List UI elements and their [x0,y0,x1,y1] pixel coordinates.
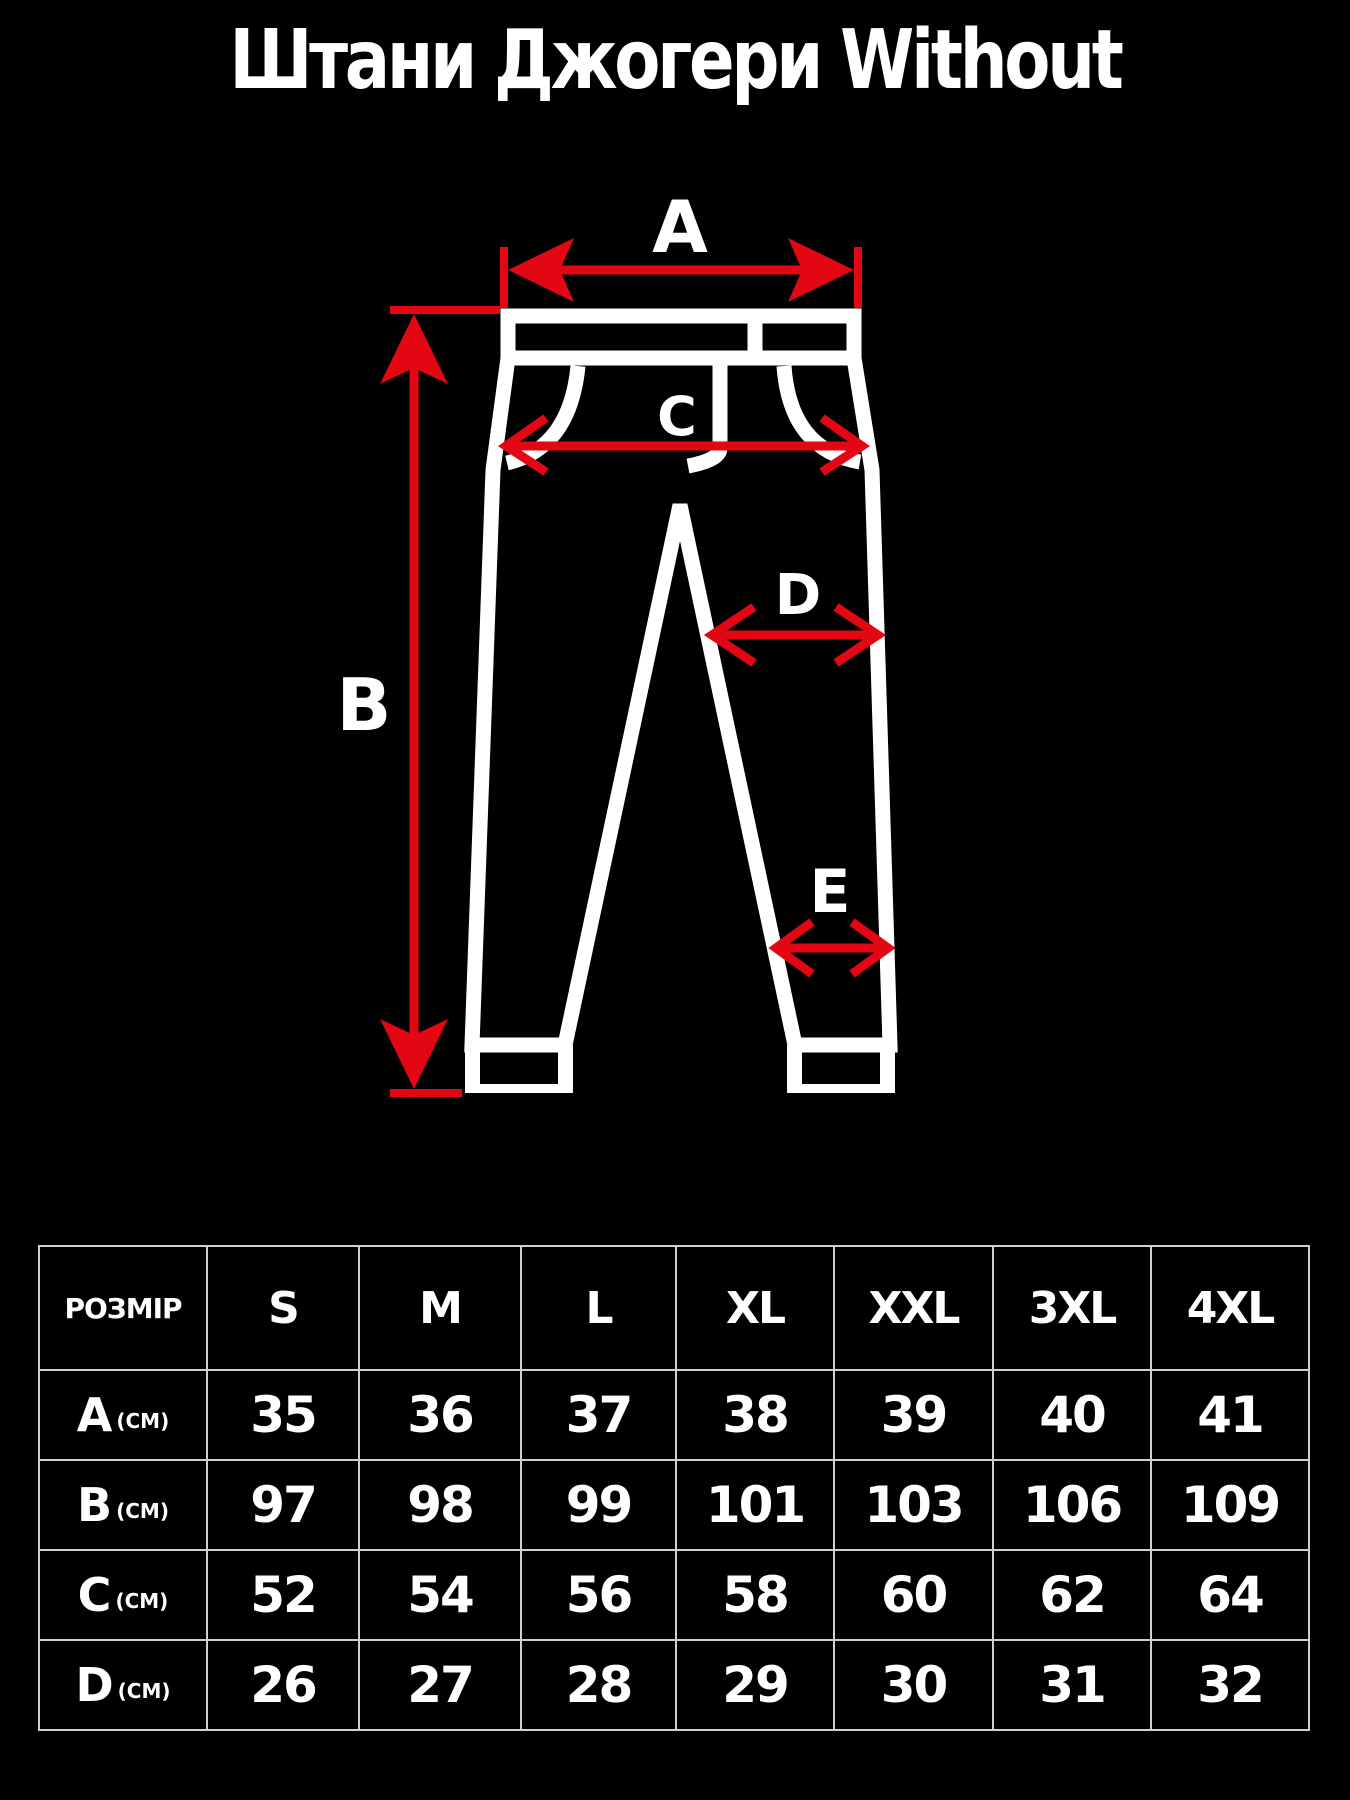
row-label-cell: A(CM) [38,1369,208,1461]
table-row: C(CM) 52 54 56 58 60 62 64 [38,1549,1310,1641]
table-cell: 56 [520,1549,677,1641]
row-label-cell: C(CM) [38,1549,208,1641]
table-cell: 106 [992,1459,1152,1551]
dimension-label-a: A [652,185,708,269]
row-unit: (CM) [115,1589,169,1613]
table-cell: 29 [675,1639,835,1731]
table-cell: 103 [833,1459,994,1551]
size-header-cell: S [206,1245,360,1371]
size-header-cell: XL [675,1245,835,1371]
table-cell: 109 [1150,1459,1310,1551]
table-row: A(CM) 35 36 37 38 39 40 41 [38,1369,1310,1461]
arrow-d [703,603,887,667]
waistband [500,308,862,366]
row-unit: (CM) [116,1409,170,1433]
table-cell: 101 [675,1459,835,1551]
table-cell: 40 [992,1369,1152,1461]
table-cell: 64 [1150,1549,1310,1641]
row-label-cell: B(CM) [38,1459,208,1551]
table-cell: 97 [206,1459,360,1551]
row-label: D [75,1658,114,1712]
table-cell: 98 [358,1459,522,1551]
size-header-label: РОЗМІР [38,1245,208,1371]
dimension-label-b: B [337,663,392,747]
arrow-a [500,238,862,308]
right-hem-side-r [880,1045,895,1093]
row-label: A [76,1388,113,1442]
measurement-arrows [380,238,896,1097]
table-cell: 37 [520,1369,677,1461]
table-cell: 41 [1150,1369,1310,1461]
table-cell: 31 [992,1639,1152,1731]
table-cell: 30 [833,1639,994,1731]
table-cell: 99 [520,1459,677,1551]
table-cell: 54 [358,1549,522,1641]
left-hem-side-r [558,1045,573,1093]
table-cell: 36 [358,1369,522,1461]
dimension-label-d: D [775,563,821,628]
row-unit: (CM) [116,1499,169,1523]
size-header-cell: L [520,1245,677,1371]
right-hem-side-l [787,1045,802,1093]
table-cell: 28 [520,1639,677,1731]
size-header-row: РОЗМІР S M L XL XXL 3XL 4XL [38,1245,1310,1371]
pants-measurement-diagram: A B C D E [337,185,898,1097]
table-cell: 52 [206,1549,360,1641]
size-header-cell: 3XL [992,1245,1152,1371]
table-cell: 38 [675,1369,835,1461]
row-label: C [77,1568,112,1622]
right-hem [787,1084,895,1093]
table-cell: 60 [833,1549,994,1641]
table-cell: 35 [206,1369,360,1461]
dimension-label-c: C [657,385,697,448]
size-header-cell: XXL [833,1245,994,1371]
arrow-e [768,918,896,978]
table-cell: 39 [833,1369,994,1461]
row-label: B [77,1478,113,1532]
arrow-b [380,306,500,1097]
size-chart-table: РОЗМІР S M L XL XXL 3XL 4XL A(CM) 35 36 … [38,1245,1310,1731]
pants-hems [465,1045,895,1093]
row-unit: (CM) [117,1679,171,1703]
table-cell: 32 [1150,1639,1310,1731]
page-title: Штани Джогери Without [229,13,1124,108]
left-hem [465,1084,573,1093]
dimension-label-e: E [810,857,851,927]
table-cell: 26 [206,1639,360,1731]
size-header-cell: M [358,1245,522,1371]
pants-body [464,356,898,1053]
left-hem-side-l [465,1045,480,1093]
table-row: B(CM) 97 98 99 101 103 106 109 [38,1459,1310,1551]
table-row: D(CM) 26 27 28 29 30 31 32 [38,1639,1310,1731]
table-cell: 62 [992,1549,1152,1641]
table-cell: 27 [358,1639,522,1731]
size-header-cell: 4XL [1150,1245,1310,1371]
row-label-cell: D(CM) [38,1639,208,1731]
arrow-c [497,414,871,476]
table-cell: 58 [675,1549,835,1641]
